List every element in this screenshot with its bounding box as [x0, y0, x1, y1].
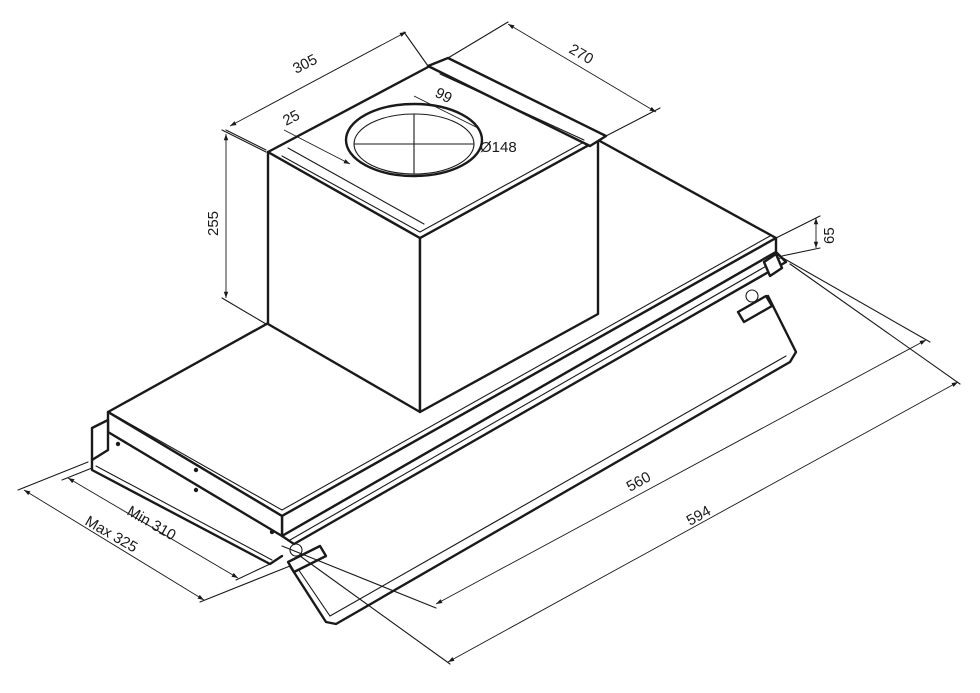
label-25: 25	[280, 107, 303, 130]
outlet-ring-outer	[344, 102, 484, 178]
dimension-labels: 305 270 99 25 Ø148 255 65 560 594 Min 31…	[82, 41, 838, 556]
hinge-left	[745, 289, 759, 303]
label-diameter-148: Ø148	[480, 139, 517, 156]
dim-line-594	[447, 381, 959, 663]
label-270: 270	[566, 41, 596, 68]
hinge-right	[289, 543, 303, 557]
visor-handle-left	[286, 544, 328, 574]
label-255: 255	[205, 211, 222, 236]
right-mount-bracket	[762, 252, 784, 278]
label-305: 305	[290, 51, 320, 78]
label-560: 560	[624, 468, 654, 495]
dim-line-99	[413, 95, 479, 129]
label-65: 65	[821, 227, 838, 244]
screw-dot	[269, 529, 275, 535]
label-594: 594	[684, 502, 714, 529]
dim-line-max-325	[23, 489, 205, 601]
screw-dot	[115, 441, 121, 447]
dimension-lines	[17, 21, 961, 665]
label-99: 99	[432, 84, 455, 107]
visor-handle-right	[736, 294, 774, 324]
screw-dot	[193, 467, 199, 473]
dim-line-270	[507, 23, 657, 113]
screw-dot	[193, 487, 199, 493]
dim-line-25	[283, 129, 351, 165]
body-top-rim	[115, 235, 771, 511]
left-mount-bracket	[90, 418, 110, 462]
dim-line-305	[229, 31, 407, 127]
